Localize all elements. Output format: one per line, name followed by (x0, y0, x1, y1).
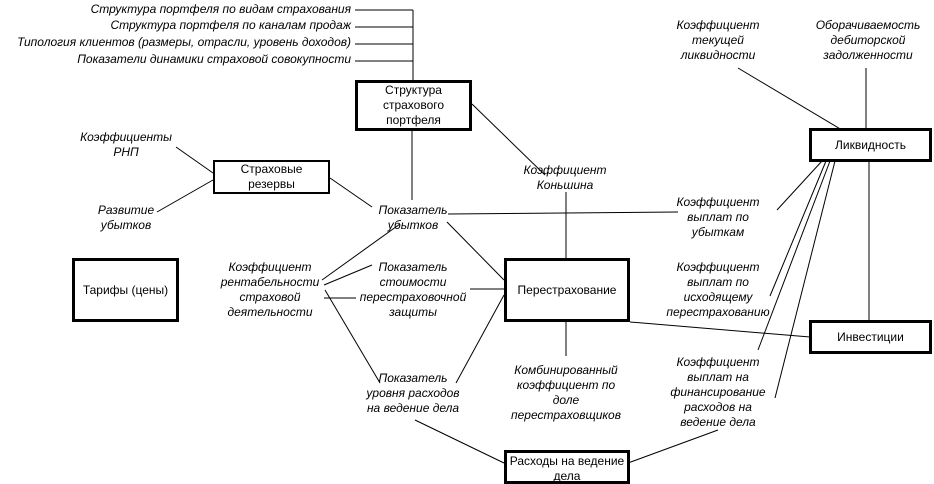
connector-line (175, 146, 214, 174)
label-line: уровня расходов (366, 386, 460, 400)
label-line: расходов на (684, 400, 752, 414)
rnp-coefficients-label: Коэффициенты РНП (78, 130, 174, 160)
label-line: выплат на (687, 370, 749, 384)
combined-coefficient-label: Комбинированный коэффициент по доле пере… (506, 363, 626, 423)
label-line: коэффициент по (516, 378, 616, 392)
reinsurance-text: Перестрахование (517, 282, 617, 297)
expenses-box: Расходы на ведение дела (504, 450, 630, 484)
label-line: ведение дела (680, 415, 756, 429)
connector-line (324, 289, 381, 384)
reserves-box: Страховые резервы (213, 160, 330, 194)
label-line: убытков (387, 218, 439, 232)
label-line: выплат по (687, 210, 749, 224)
connector-line (629, 321, 811, 338)
loss-development-label: Развитие убытков (88, 203, 164, 233)
label-line: стоимости (379, 275, 447, 289)
liquidity-box: Ликвидность (809, 128, 932, 162)
label-line: Коэффициент (676, 260, 760, 274)
label-line: убытков (100, 218, 152, 232)
label-line: Показатель (378, 260, 448, 274)
connector-line (446, 221, 505, 281)
label-line: защиты (389, 305, 437, 319)
reinsurance-cost-label: Показатель стоимости перестраховочной за… (354, 260, 472, 320)
reinsurance-payments-label: Коэффициент выплат по исходящему перестр… (658, 260, 778, 320)
label-line: дебиторской (830, 33, 906, 47)
portfolio-structure-box: Структура страхового портфеля (355, 80, 472, 131)
connector-line (156, 179, 214, 213)
connector-line (627, 429, 719, 464)
investments-text: Инвестиции (837, 329, 904, 344)
label-line: Коньшина (536, 178, 594, 192)
label-line: РНП (113, 145, 139, 159)
dynamics-indicators-label: Показатели динамики страховой совокупнос… (77, 52, 351, 66)
label-line: исходящему (683, 290, 753, 304)
label-line: перестраховочной (359, 290, 467, 304)
connector-line (414, 419, 505, 464)
label-line: убыткам (691, 225, 745, 239)
label-line: Развитие (97, 203, 155, 217)
label-line: финансирование (670, 385, 766, 399)
connector-line (455, 294, 505, 384)
konshin-coefficient-label: Коэффициент Коньшина (515, 163, 615, 193)
label-line: выплат по (687, 275, 749, 289)
label-line: доле (552, 393, 580, 407)
tariffs-box: Тарифы (цены) (72, 258, 179, 322)
reinsurance-box: Перестрахование (504, 258, 630, 322)
loss-indicator-label: Показатель убытков (368, 203, 458, 233)
label-line: деятельности (227, 305, 313, 319)
tariffs-text: Тарифы (цены) (82, 282, 169, 297)
label-line: Показатель (378, 371, 448, 385)
label-line: текущей (692, 33, 744, 47)
connector-line (737, 67, 843, 131)
label-line: ликвидности (680, 48, 756, 62)
label-line: Коэффициенты (80, 130, 172, 144)
label-line: Оборачиваемость (815, 18, 921, 32)
connector-line (757, 160, 831, 351)
label-line: перестрахованию (666, 305, 770, 319)
label-line: Коэффициент (676, 195, 760, 209)
connector-line (769, 160, 827, 297)
receivables-turnover-label: Оборачиваемость дебиторской задолженност… (808, 18, 928, 63)
expenses-text: Расходы на ведение дела (509, 454, 625, 483)
label-line: Комбинированный (514, 363, 618, 377)
label-line: страховой (239, 290, 301, 304)
reserves-text: Страховые резервы (240, 162, 303, 191)
label-line: Коэффициент (676, 355, 760, 369)
label-line: рентабельности (220, 275, 320, 289)
label-line: Коэффициент (228, 260, 312, 274)
label-line: перестраховщиков (511, 408, 621, 422)
connector-line (321, 223, 401, 281)
liquidity-text: Ликвидность (835, 137, 906, 152)
connector-line (323, 264, 373, 286)
label-line: Коэффициент (523, 163, 607, 177)
current-liquidity-label: Коэффициент текущей ликвидности (668, 18, 768, 63)
expense-level-label: Показатель уровня расходов на ведение де… (358, 371, 468, 416)
investments-box: Инвестиции (809, 320, 932, 354)
label-line: Коэффициент (676, 18, 760, 32)
client-typology-label: Типология клиентов (размеры, отрасли, ур… (17, 35, 351, 49)
label-line: на ведение дела (366, 401, 460, 415)
portfolio-by-type-label: Структура портфеля по видам страхования (90, 2, 351, 16)
portfolio-structure-text: Структура страхового портфеля (382, 83, 445, 127)
connector-line (776, 160, 823, 211)
label-line: Показатель (378, 203, 448, 217)
portfolio-by-channel-label: Структура портфеля по каналам продаж (110, 18, 351, 32)
loss-payments-label: Коэффициент выплат по убыткам (668, 195, 768, 240)
expense-payments-label: Коэффициент выплат на финансирование рас… (660, 355, 776, 430)
profitability-coefficient-label: Коэффициент рентабельности страховой дея… (215, 260, 325, 320)
connector-line (471, 103, 546, 176)
label-line: задолженности (823, 48, 913, 62)
connector-line (329, 177, 373, 208)
connector-line (447, 211, 679, 215)
connector-line (774, 160, 836, 399)
